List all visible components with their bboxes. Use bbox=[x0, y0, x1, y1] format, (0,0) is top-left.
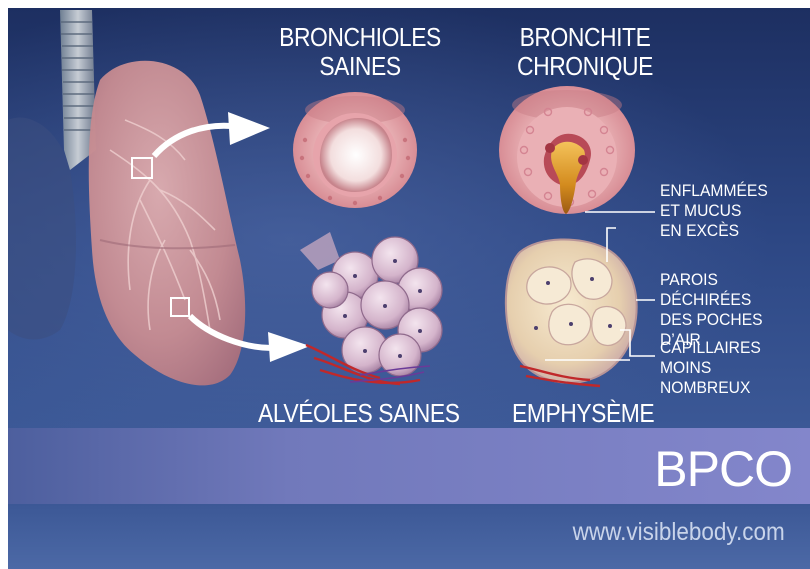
chronic-bronchitis-line-2: CHRONIQUE bbox=[499, 53, 671, 79]
healthy-alveoli-label: ALVÉOLES SAINES bbox=[258, 400, 460, 426]
fewer-capillaries-line-2: MOINS NOMBREUX bbox=[660, 358, 798, 398]
chronic-bronchitis-line-1: BRONCHITE bbox=[499, 24, 671, 50]
bronchitis-bronchiole bbox=[499, 86, 635, 214]
fewer-capillaries-line-1: CAPILLAIRES bbox=[660, 338, 798, 358]
website-url: www.visiblebody.com bbox=[573, 520, 785, 545]
healthy-bronchioles-label: BRONCHIOLES SAINES bbox=[274, 24, 446, 79]
inflamed-mucus-line-1: ENFLAMMÉES bbox=[660, 181, 768, 201]
copd-title: BPCO bbox=[654, 444, 792, 494]
healthy-bronchioles-line-2: SAINES bbox=[274, 53, 446, 79]
torn-walls-line-1: PAROIS DÉCHIRÉES bbox=[660, 270, 798, 310]
emphysema-label: EMPHYSÈME bbox=[512, 400, 654, 426]
fewer-capillaries-label: CAPILLAIRES MOINS NOMBREUX bbox=[660, 338, 798, 398]
chronic-bronchitis-label: BRONCHITE CHRONIQUE bbox=[499, 24, 671, 79]
healthy-bronchiole bbox=[293, 92, 417, 208]
inflamed-mucus-label: ENFLAMMÉES ET MUCUS EN EXCÈS bbox=[660, 181, 768, 241]
inflamed-mucus-line-3: EN EXCÈS bbox=[660, 221, 768, 241]
inflamed-mucus-line-2: ET MUCUS bbox=[660, 201, 768, 221]
healthy-bronchioles-line-1: BRONCHIOLES bbox=[274, 24, 446, 50]
